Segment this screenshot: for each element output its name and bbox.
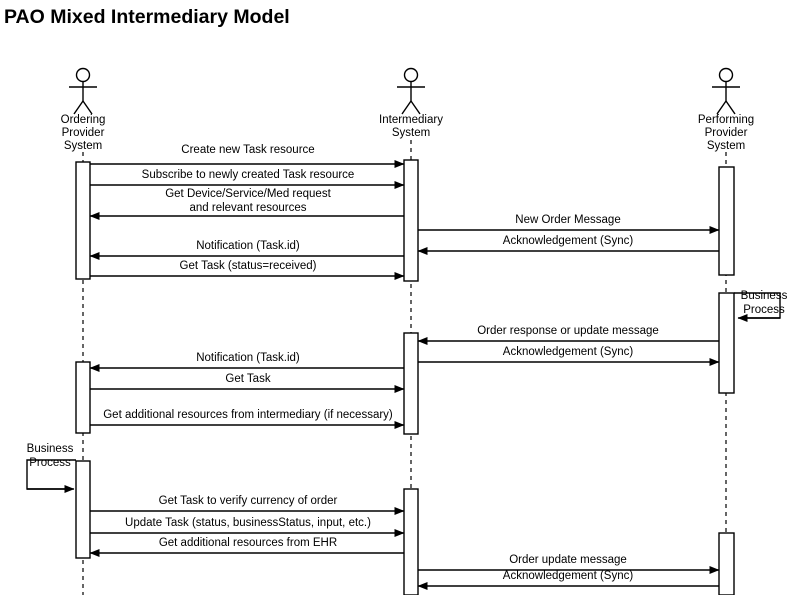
activation-bar <box>75 460 91 559</box>
message-acknowledgement-sync-2[interactable]: Acknowledgement (Sync) <box>418 346 720 366</box>
message-get-device-service-med-request[interactable]: Get Device/Service/Med request and relev… <box>89 188 404 220</box>
message-label: New Order Message <box>515 214 620 226</box>
message-label: Get additional resources from intermedia… <box>103 409 393 421</box>
activation-bar <box>718 532 735 595</box>
activation-bar <box>403 332 419 435</box>
message-get-task-verify-currency[interactable]: Get Task to verify currency of order <box>90 495 405 515</box>
message-label: Subscribe to newly created Task resource <box>142 169 355 181</box>
actor-label-line-2: System <box>64 140 102 152</box>
message-notification-task-id-1[interactable]: Notification (Task.id) <box>89 240 404 260</box>
message-label: Notification (Task.id) <box>196 352 300 364</box>
message-notification-task-id-2[interactable]: Notification (Task.id) <box>89 352 404 372</box>
message-subscribe-to-task-resource[interactable]: Subscribe to newly created Task resource <box>90 169 405 189</box>
message-get-additional-resources-ehr[interactable]: Get additional resources from EHR <box>89 537 404 557</box>
message-label: Get Task <box>225 373 270 385</box>
message-acknowledgement-sync-1[interactable]: Acknowledgement (Sync) <box>417 235 719 255</box>
actor-label-line-1: Provider <box>705 127 748 139</box>
message-label: Order response or update message <box>477 325 659 337</box>
self-loop-label-line-0: Business <box>27 443 74 455</box>
actor-head-icon <box>75 67 91 83</box>
activation-bar <box>75 361 91 434</box>
actor-label-line-1: Provider <box>62 127 105 139</box>
activation-bar <box>403 488 419 595</box>
actor-label-line-0: Intermediary <box>379 114 443 126</box>
message-create-new-task-resource[interactable]: Create new Task resource <box>90 144 405 168</box>
actor-head-icon <box>718 67 734 83</box>
message-label: Acknowledgement (Sync) <box>503 235 634 247</box>
message-label: Order update message <box>509 554 627 566</box>
actor-label-line-0: Performing <box>698 114 754 126</box>
message-label: Create new Task resource <box>181 144 314 156</box>
message-label-line-1: and relevant resources <box>190 202 307 214</box>
self-loop-ordering-business-process[interactable]: Business Process <box>26 443 76 493</box>
actor-label-line-0: Ordering <box>61 114 106 126</box>
actor-legs-icon <box>73 100 93 115</box>
message-order-response-or-update[interactable]: Order response or update message <box>417 325 719 345</box>
actor-performing[interactable]: Performing Provider System <box>698 67 754 153</box>
message-label: Get Task to verify currency of order <box>159 495 338 507</box>
message-get-task[interactable]: Get Task <box>90 373 405 393</box>
self-loop-label-line-1: Process <box>743 304 785 316</box>
actor-ordering[interactable]: Ordering Provider System <box>61 67 106 153</box>
page-title: PAO Mixed Intermediary Model <box>4 6 290 28</box>
message-order-update-message[interactable]: Order update message <box>418 554 720 574</box>
message-label: Acknowledgement (Sync) <box>503 570 634 582</box>
activation-bar <box>718 166 735 276</box>
message-acknowledgement-sync-3[interactable]: Acknowledgement (Sync) <box>417 570 719 590</box>
activation-bar <box>75 161 91 280</box>
self-loop-label-line-0: Business <box>741 290 788 302</box>
message-get-task-status-received[interactable]: Get Task (status=received) <box>90 260 405 280</box>
message-get-additional-resources-intermediary[interactable]: Get additional resources from intermedia… <box>90 409 405 429</box>
message-update-task[interactable]: Update Task (status, businessStatus, inp… <box>90 517 405 537</box>
message-label: Notification (Task.id) <box>196 240 300 252</box>
activation-bar <box>718 292 735 394</box>
message-label: Acknowledgement (Sync) <box>503 346 634 358</box>
message-label: Get additional resources from EHR <box>159 537 337 549</box>
activation-bar <box>403 159 419 282</box>
self-loop-label-line-1: Process <box>29 457 71 469</box>
actor-label-line-2: System <box>707 140 745 152</box>
message-label: Get Task (status=received) <box>180 260 317 272</box>
self-loop-performing-business-process[interactable]: Business Process <box>734 290 788 322</box>
message-label: Update Task (status, businessStatus, inp… <box>125 517 371 529</box>
message-new-order-message[interactable]: New Order Message <box>418 214 720 234</box>
actor-label-line-1: System <box>392 127 430 139</box>
actor-legs-icon <box>401 100 421 115</box>
message-label-line-0: Get Device/Service/Med request <box>165 188 331 200</box>
actor-legs-icon <box>716 100 736 115</box>
actor-intermediary[interactable]: Intermediary System <box>379 67 443 140</box>
actor-head-icon <box>403 67 419 83</box>
